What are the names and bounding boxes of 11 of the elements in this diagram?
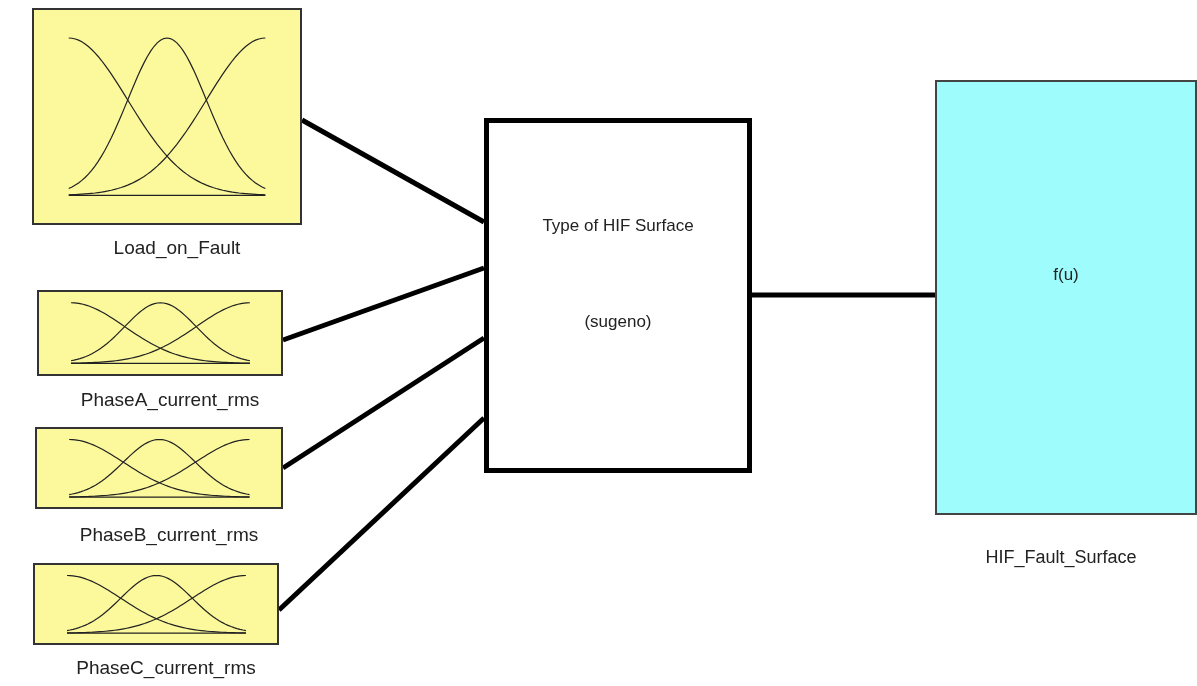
input-variable-label: PhaseA_current_rms xyxy=(79,388,261,413)
system-box xyxy=(484,118,752,473)
output-variable-label: HIF_Fault_Surface xyxy=(984,546,1138,570)
input-variable-label: PhaseC_current_rms xyxy=(75,656,257,681)
input-variable-label: PhaseB_current_rms xyxy=(78,523,260,548)
system-label: Type of HIF Surface xyxy=(542,215,694,237)
connector-line xyxy=(752,292,935,298)
output-function-label: f(u) xyxy=(1053,264,1079,286)
connector-line xyxy=(282,265,485,343)
system-label: (sugeno) xyxy=(584,310,652,333)
input-variable-label: Load_on_Fault xyxy=(112,236,242,261)
